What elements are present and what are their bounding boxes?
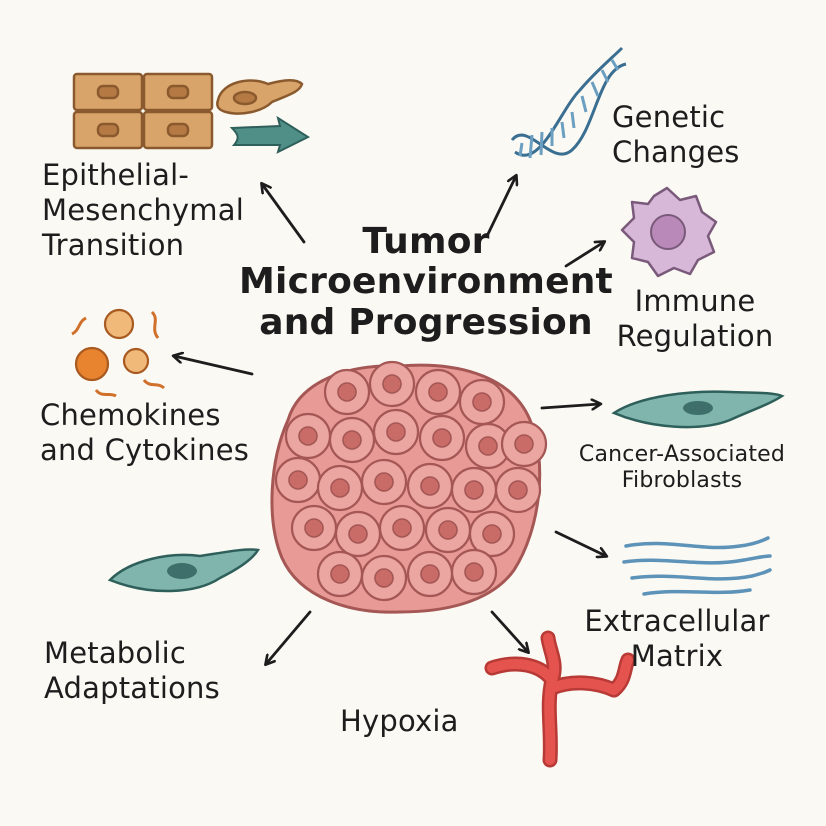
arrow-to-ecm	[554, 530, 606, 556]
tumor-cell-nucleus	[374, 568, 394, 588]
chemokine-particles-icon	[71, 308, 166, 398]
tumor-cell-nucleus	[438, 520, 458, 540]
arrow-to-caf	[540, 404, 600, 408]
tumor-cell-nucleus	[330, 564, 350, 584]
label-cancer-associated-fibroblasts: Cancer-Associated Fibroblasts	[578, 442, 786, 494]
tumor-cell-nucleus	[304, 518, 324, 538]
arrow-to-immune	[564, 242, 604, 268]
ecm-fibers-icon	[622, 536, 772, 596]
label-epithelial-mesenchymal-transition: Epithelial- Mesenchymal Transition	[42, 158, 244, 262]
tumor-cell-nucleus	[342, 430, 362, 450]
tumor-cell-nucleus	[482, 524, 502, 544]
arrow-to-metabolic	[266, 610, 312, 664]
dna-icon	[510, 46, 627, 159]
label-chemokines-cytokines: Chemokines and Cytokines	[40, 398, 250, 467]
arrow-to-hypoxia	[490, 610, 528, 652]
tumor-cell-nucleus	[464, 562, 484, 582]
tumor-cell-nucleus	[288, 470, 308, 490]
tumor-cell-nucleus	[508, 480, 528, 500]
tumor-cell-nucleus	[514, 434, 534, 454]
epithelial-cells-icon	[72, 72, 304, 150]
transition-arrow-icon	[229, 115, 311, 154]
blood-vessel-icon	[484, 630, 636, 768]
tumor-cell-nucleus	[337, 382, 357, 402]
tumor-cell-nucleus	[386, 422, 406, 442]
tumor-cell-nucleus	[330, 478, 350, 498]
tumor-cell-nucleus	[428, 382, 448, 402]
tumor-cell-nucleus	[382, 374, 402, 394]
immune-cell-icon	[620, 186, 718, 278]
arrow-to-emt	[262, 184, 306, 244]
tumor-cell-nucleus	[420, 564, 440, 584]
tumor-cell-nucleus	[472, 392, 492, 412]
tumor-cell-nucleus	[478, 436, 498, 456]
tumor-cell-nucleus	[298, 426, 318, 446]
diagram-title: Tumor Microenvironment and Progression	[239, 221, 613, 343]
fibroblast-icon	[611, 390, 785, 429]
tumor-cell-nucleus	[420, 476, 440, 496]
arrow-to-chemokines	[174, 356, 254, 376]
tumor-cell-nucleus	[464, 480, 484, 500]
label-extracellular-matrix: Extracellular Matrix	[584, 604, 770, 673]
tumor-cell-nucleus	[374, 472, 394, 492]
label-immune-regulation: Immune Regulation	[616, 284, 774, 353]
metabolic-cell-icon	[107, 548, 261, 593]
arrow-to-genetic	[486, 176, 516, 236]
tumor-cell-cluster-icon	[270, 360, 548, 614]
label-hypoxia: Hypoxia	[340, 704, 459, 738]
tumor-cell-nucleus	[392, 518, 412, 538]
label-metabolic-adaptations: Metabolic Adaptations	[44, 636, 220, 705]
label-genetic-changes: Genetic Changes	[612, 100, 740, 169]
tumor-cell-nucleus	[432, 428, 452, 448]
tumor-cell-nucleus	[348, 524, 368, 544]
